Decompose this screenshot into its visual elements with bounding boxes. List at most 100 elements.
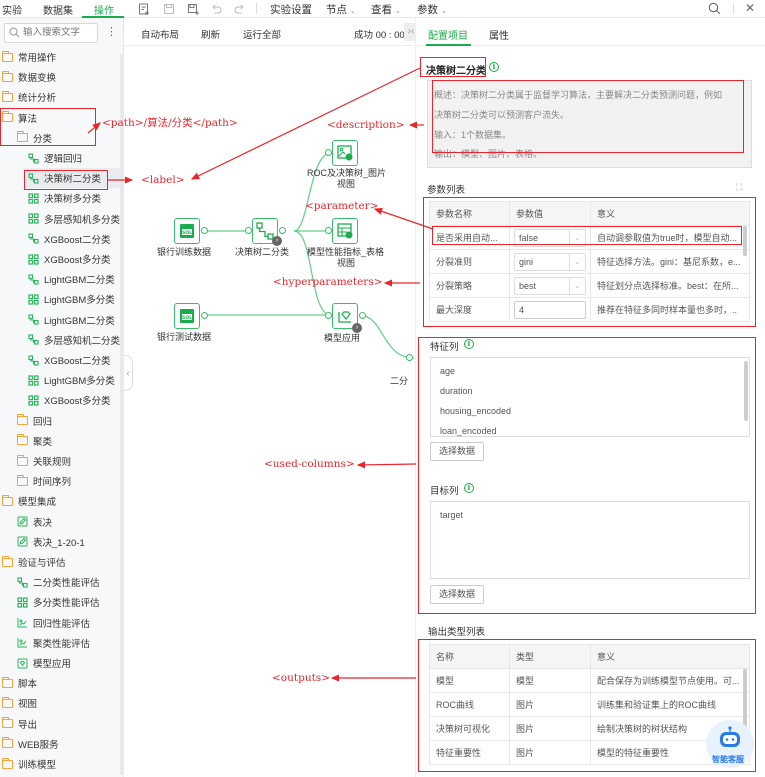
sidebar-item[interactable]: 多分类性能评估 — [17, 592, 120, 612]
sidebar-item[interactable]: XGBoost二分类 — [28, 350, 120, 370]
sidebar-item[interactable]: 关联规则 — [17, 451, 120, 471]
tab-config[interactable]: 配置项目 — [428, 31, 468, 42]
sidebar-item-label: 决策树多分类 — [44, 194, 102, 206]
param-meaning: 特征划分点选择标准。best：在所... — [590, 273, 750, 298]
assistant-button[interactable]: 智能客服 — [706, 720, 754, 768]
sidebar-item[interactable]: 算法 — [2, 108, 120, 128]
sidebar-item[interactable]: 常用操作 — [2, 47, 120, 67]
output-port[interactable] — [201, 227, 208, 234]
input-port[interactable] — [325, 312, 332, 319]
node-train-data[interactable]: SQL — [174, 218, 200, 244]
input-port[interactable] — [325, 149, 332, 156]
target-columns-list[interactable]: target — [430, 501, 750, 579]
save-icon[interactable] — [163, 3, 175, 15]
params-scrollbar[interactable] — [743, 226, 747, 256]
run-status-icon[interactable]: › — [272, 236, 282, 246]
input-port[interactable] — [406, 354, 413, 361]
sidebar-item[interactable]: 多层感知机二分类 — [28, 330, 120, 350]
binary-classifier-icon — [17, 577, 28, 588]
save-as-icon[interactable] — [187, 3, 199, 15]
menu-params[interactable]: 参数 ⌄ — [417, 4, 447, 16]
input-port[interactable] — [325, 227, 332, 234]
sidebar-item[interactable]: 逻辑回归 — [28, 148, 120, 168]
run-status-icon[interactable]: › — [352, 323, 362, 333]
sidebar-item[interactable]: 训练模型 — [2, 754, 120, 774]
search-box[interactable] — [4, 23, 98, 43]
sidebar-scrollbar[interactable] — [120, 54, 124, 775]
param-value-select[interactable]: best⌄ — [514, 276, 586, 295]
outputs-scrollbar[interactable] — [743, 669, 747, 727]
search-input[interactable] — [23, 27, 95, 38]
collapse-sidebar-handle[interactable]: ‹ — [124, 355, 133, 391]
run-all-button[interactable]: 运行全部 — [243, 30, 282, 41]
param-value-select[interactable]: gini⌄ — [514, 252, 586, 271]
sidebar-item[interactable]: 时间序列 — [17, 471, 120, 491]
info-icon[interactable]: i — [464, 339, 474, 349]
sidebar-item[interactable]: 回归 — [17, 411, 120, 431]
input-port[interactable] — [245, 227, 252, 234]
auto-layout-button[interactable]: 自动布局 — [141, 30, 180, 41]
sidebar-item[interactable]: WEB服务 — [2, 734, 120, 754]
node-roc-image-view[interactable] — [332, 140, 358, 166]
redo-icon[interactable] — [234, 3, 246, 15]
undo-icon[interactable] — [210, 3, 222, 15]
output-port[interactable] — [279, 227, 286, 234]
sidebar-item[interactable]: 统计分析 — [2, 87, 120, 107]
search-icon[interactable] — [708, 2, 721, 15]
sidebar-item[interactable]: 分类 — [17, 128, 120, 148]
sidebar-item[interactable]: 模型应用 — [17, 653, 120, 673]
active-tab-indicator — [82, 16, 124, 18]
sidebar-item[interactable]: 决策树二分类 — [24, 168, 120, 189]
sidebar-item[interactable]: 模型集成 — [2, 491, 120, 511]
more-options-icon[interactable]: ⋮ — [106, 26, 117, 38]
tab-dataset[interactable]: 数据集 — [43, 6, 73, 17]
tab-operation[interactable]: 操作 — [94, 6, 114, 17]
sidebar-item[interactable]: LightGBM二分类 — [28, 310, 120, 330]
sidebar-item[interactable]: LightGBM多分类 — [28, 289, 120, 309]
param-value-input[interactable]: 4 — [514, 300, 586, 319]
feature-columns-list[interactable]: age duration housing_encoded loan_encode… — [430, 357, 750, 437]
new-file-icon[interactable] — [138, 3, 150, 15]
sidebar-item[interactable]: 二分类性能评估 — [17, 572, 120, 592]
node-test-data[interactable]: SQL — [174, 303, 200, 329]
features-scrollbar[interactable] — [744, 361, 748, 421]
select-features-button[interactable]: 选择数据 — [430, 442, 485, 461]
sidebar-item[interactable]: XGBoost多分类 — [28, 390, 120, 410]
collapse-panel-icon[interactable]: ›‹ — [404, 23, 418, 41]
sidebar-item[interactable]: XGBoost多分类 — [28, 249, 120, 269]
sidebar-item[interactable]: 表决 — [17, 512, 120, 532]
tab-properties[interactable]: 属性 — [489, 31, 509, 42]
sidebar-item[interactable]: 导出 — [2, 714, 120, 734]
menu-view[interactable]: 查看 ⌄ — [371, 4, 401, 16]
output-port[interactable] — [201, 312, 208, 319]
info-icon[interactable]: i — [464, 483, 474, 493]
info-icon[interactable]: i — [489, 62, 499, 72]
sidebar-item[interactable]: LightGBM多分类 — [28, 370, 120, 390]
sidebar-item[interactable]: 回归性能评估 — [17, 613, 120, 633]
sidebar-item[interactable]: 表决_1-20-1 — [17, 532, 120, 552]
list-item: housing_encoded — [440, 406, 512, 416]
param-value-select[interactable]: false⌄ — [514, 228, 586, 247]
tab-experiment[interactable]: 实验 — [2, 6, 22, 17]
sidebar-item[interactable]: 决策树多分类 — [28, 188, 120, 208]
output-port[interactable] — [359, 312, 366, 319]
refresh-button[interactable]: 刷新 — [201, 30, 221, 41]
sidebar-item[interactable]: XGBoost二分类 — [28, 229, 120, 249]
folder-icon — [17, 474, 28, 486]
menu-node[interactable]: 节点 ⌄ — [326, 4, 356, 16]
node-description: 概述：决策树二分类属于监督学习算法，主要解决二分类预测问题，例如 决策树二分类可… — [427, 80, 752, 168]
workflow-canvas[interactable]: 自动布局 刷新 运行全部 成功 00 : 00 ›‹ SQL 银行训练数据 › … — [124, 18, 418, 777]
fullscreen-icon[interactable]: ⛶ — [736, 182, 743, 192]
sidebar-item[interactable]: 多层感知机多分类 — [28, 209, 120, 229]
sidebar-item[interactable]: 验证与评估 — [2, 552, 120, 572]
select-target-button[interactable]: 选择数据 — [430, 585, 485, 604]
sidebar-item[interactable]: 视图 — [2, 693, 120, 713]
node-perf-table-view[interactable] — [332, 218, 358, 244]
sidebar-item[interactable]: 数据变换 — [2, 67, 120, 87]
sidebar-item[interactable]: LightGBM二分类 — [28, 269, 120, 289]
sidebar-item[interactable]: 聚类性能评估 — [17, 633, 120, 653]
menu-experiment-settings[interactable]: 实验设置 — [270, 4, 312, 16]
close-icon[interactable]: ✕ — [745, 1, 756, 15]
sidebar-item[interactable]: 聚类 — [17, 431, 120, 451]
sidebar-item[interactable]: 脚本 — [2, 673, 120, 693]
